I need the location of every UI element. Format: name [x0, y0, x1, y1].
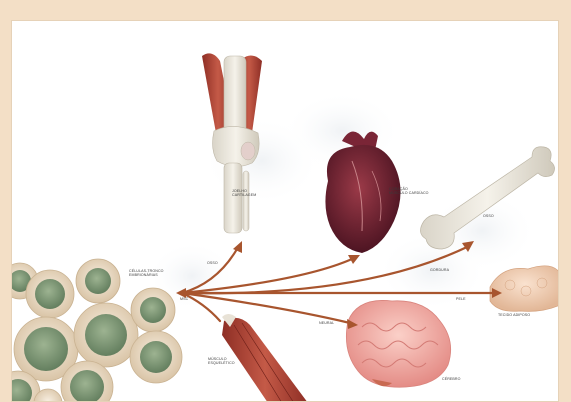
label-pele: PELE	[456, 297, 466, 301]
label-skeletal-muscle: MÚSCULO ESQUELÉTICO	[208, 357, 235, 365]
label-bone: OSSO	[483, 214, 494, 218]
stem-cell-differentiation-illustration	[12, 21, 559, 402]
brain-illustration	[346, 300, 450, 387]
label-bone-left: OSSO	[207, 261, 218, 265]
illustration-panel: CÉLULAS-TRONCO EMBRIONÁRIAS JOELHO CARTI…	[11, 20, 559, 402]
adipose-tissue-illustration	[490, 266, 559, 312]
label-heart: CORAÇÃO MÚSCULO CARDÍACO	[389, 187, 429, 195]
label-brain: CÉREBRO	[442, 377, 460, 381]
skeletal-muscle-illustration	[222, 314, 308, 402]
label-knee: JOELHO CARTILAGEM	[232, 189, 256, 197]
label-fat: GORDURA	[430, 268, 449, 272]
label-center: MSC	[180, 297, 188, 301]
label-source-cells: CÉLULAS-TRONCO EMBRIONÁRIAS	[129, 269, 164, 277]
label-adipose-tissue: TECIDO ADIPOSO	[498, 313, 530, 317]
label-neural: NEURAL	[319, 321, 334, 325]
